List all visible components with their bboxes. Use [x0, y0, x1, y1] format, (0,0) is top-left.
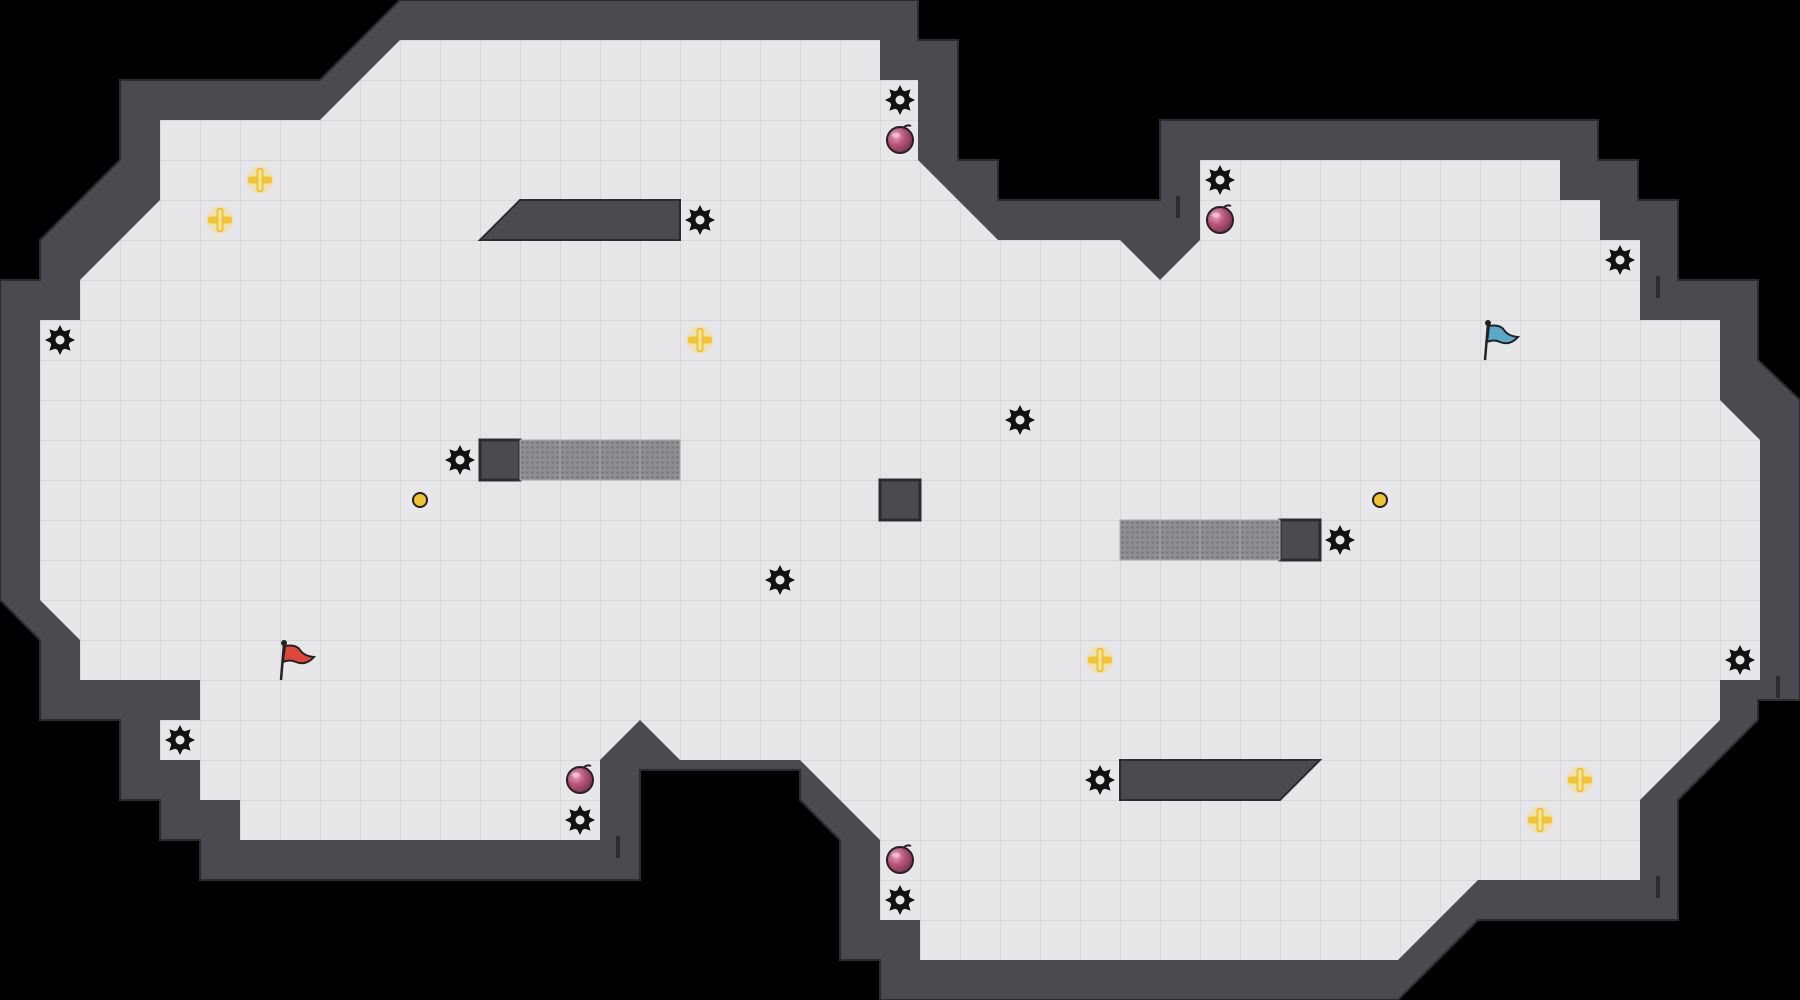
spike-icon: [565, 805, 595, 835]
red-flag-icon[interactable]: [279, 640, 317, 681]
spike-icon: [1605, 245, 1635, 275]
ramp-wall-bottom: [1119, 759, 1323, 801]
bomb-icon: [1206, 204, 1234, 234]
spike-icon: [1085, 765, 1115, 795]
bomb-icon: [566, 764, 594, 794]
crumble-tile: [599, 439, 641, 481]
crumble-tile: [639, 439, 681, 481]
spike-icon: [765, 565, 795, 595]
spike-icon: [45, 325, 75, 355]
boost-dot-icon: [412, 492, 428, 508]
powerup-icon: [246, 166, 274, 194]
crumble-tile: [559, 439, 601, 481]
bomb-icon: [886, 844, 914, 874]
spike-icon: [1005, 405, 1035, 435]
crumble-tile: [1119, 519, 1161, 561]
crumble-tile: [519, 439, 561, 481]
spike-icon: [1325, 525, 1355, 555]
powerup-icon: [206, 206, 234, 234]
spike-icon: [885, 85, 915, 115]
wall-nubs: [616, 196, 1780, 898]
spike-icon: [445, 445, 475, 475]
spike-icon: [885, 885, 915, 915]
interior-walls: [477, 199, 1323, 801]
crumble-tile: [1159, 519, 1201, 561]
powerup-icon: [1086, 646, 1114, 674]
boost-dot-icon: [1372, 492, 1388, 508]
solid-block: [878, 478, 922, 522]
powerup-icon: [1526, 806, 1554, 834]
spike-icon: [685, 205, 715, 235]
spike-icon: [1725, 645, 1755, 675]
bomb-icon: [886, 124, 914, 154]
solid-block: [1278, 518, 1322, 562]
blue-flag-icon[interactable]: [1483, 320, 1521, 361]
powerup-icon: [1566, 766, 1594, 794]
spike-icon: [1205, 165, 1235, 195]
solid-block: [478, 438, 522, 482]
crumble-tile: [1239, 519, 1281, 561]
crumble-tiles: [519, 439, 1281, 561]
powerup-icon: [686, 326, 714, 354]
spike-icon: [165, 725, 195, 755]
crumble-tile: [1199, 519, 1241, 561]
ramp-wall-top: [477, 199, 681, 241]
